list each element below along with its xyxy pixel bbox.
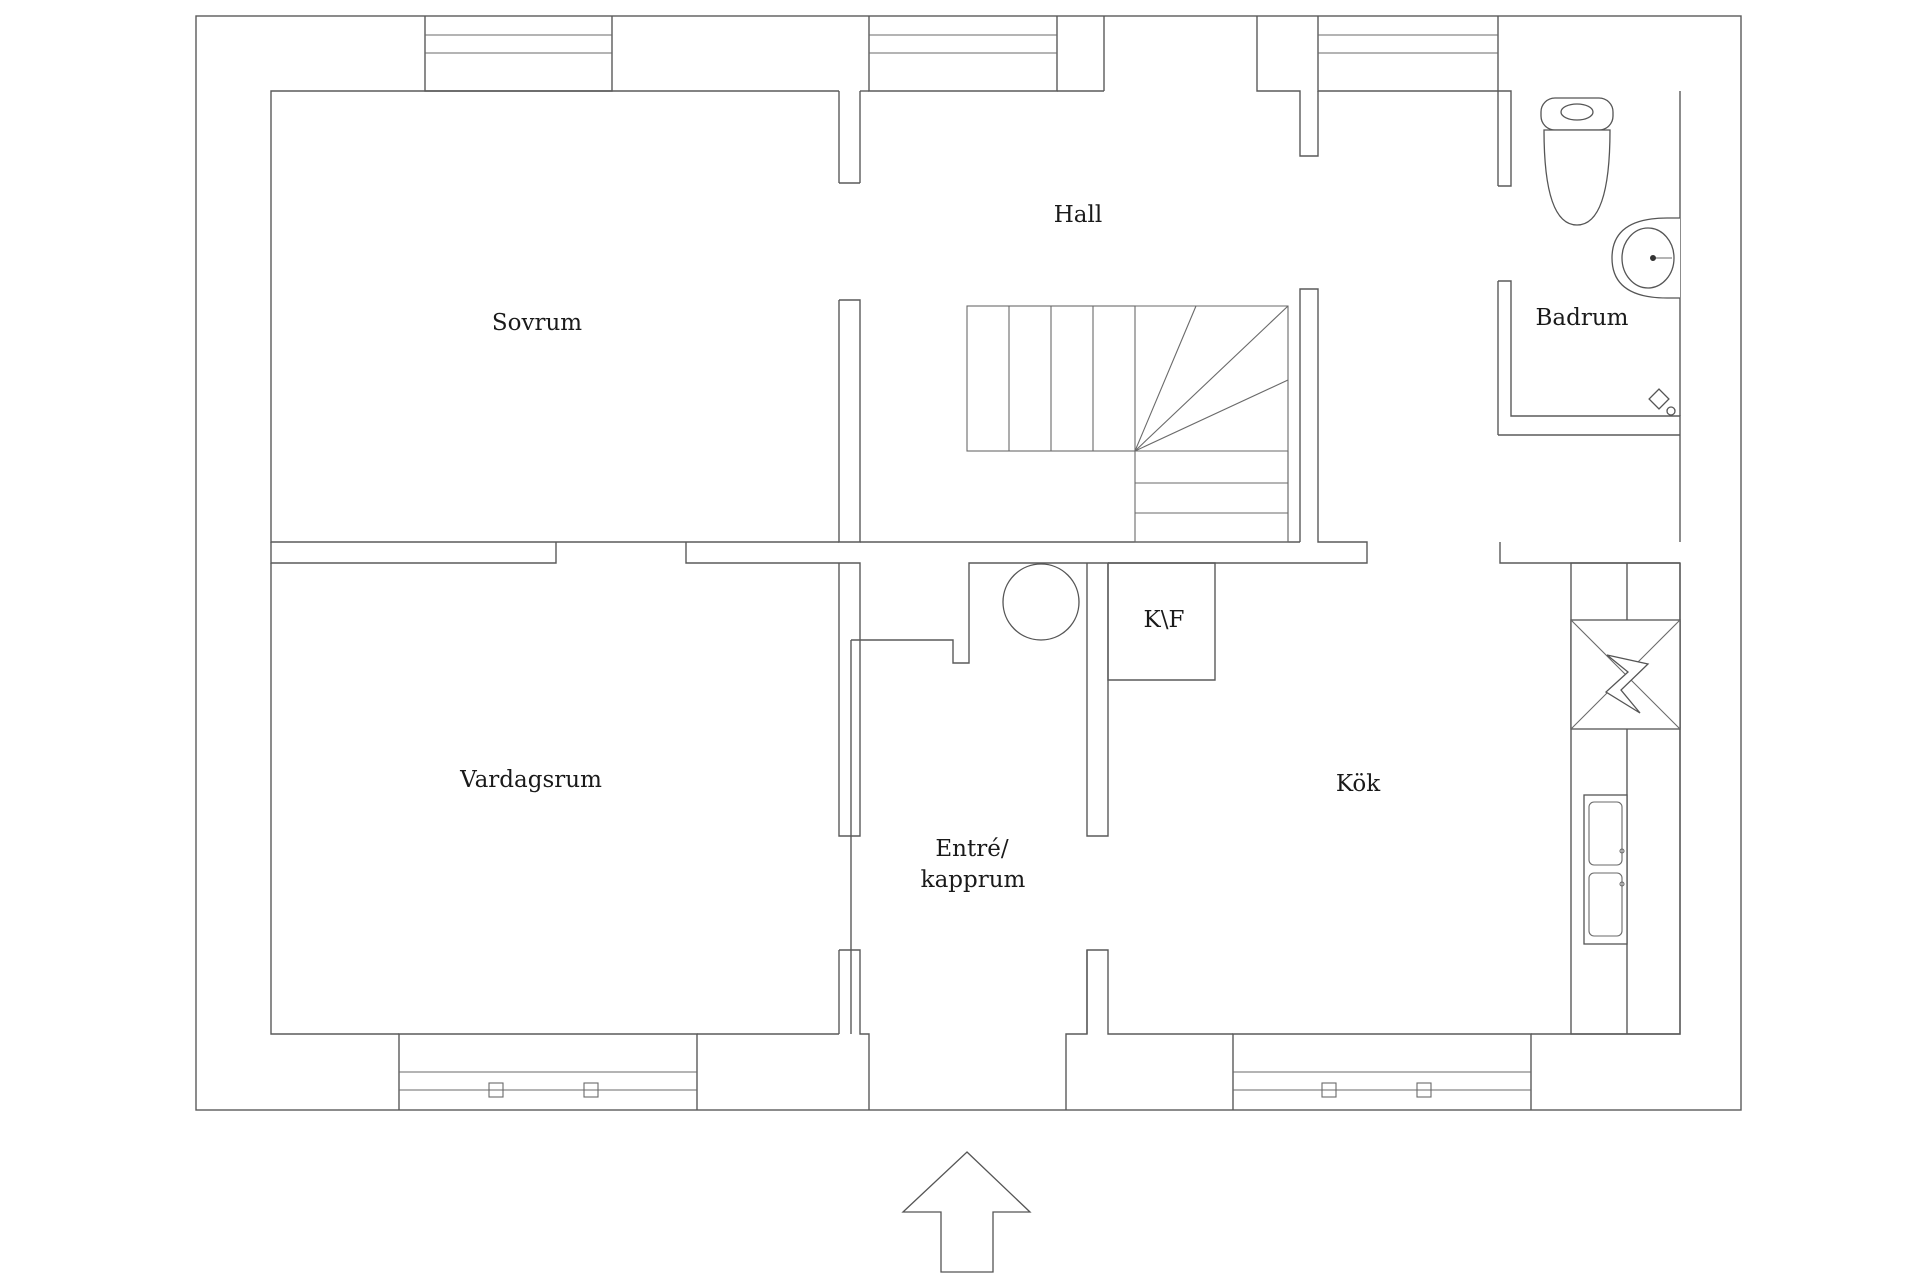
window-top-right [1317, 16, 1499, 92]
window-bottom-left [398, 1033, 698, 1110]
room-labels: Hall Sovrum Badrum Vardagsrum Kök K\F En… [459, 202, 1629, 893]
room-label-kf: K\F [1144, 607, 1185, 633]
bottom-windows [398, 1033, 1532, 1110]
staircase [966, 305, 1289, 543]
room-label-vardagsrum: Vardagsrum [459, 767, 602, 793]
entrance-arrow-icon [901, 1151, 1032, 1273]
toilet-icon [1540, 97, 1614, 226]
top-windows [424, 16, 1499, 92]
room-label-hall: Hall [1054, 202, 1102, 228]
kitchen-sink-icon [1583, 794, 1628, 945]
room-label-badrum: Badrum [1536, 305, 1629, 331]
window-top-middle [868, 16, 1058, 92]
outer-walls [195, 15, 1742, 1111]
window-bottom-right [1232, 1033, 1532, 1110]
round-tank [1002, 563, 1080, 641]
room-label-kok: Kök [1336, 771, 1381, 797]
room-label-entre-line2: kapprum [921, 867, 1026, 893]
room-label-entre-line1: Entré/ [935, 836, 1008, 862]
sink-icon [1611, 217, 1680, 299]
stove-vent-icon [1570, 619, 1681, 730]
window-top-left [424, 16, 613, 92]
interior-walls [270, 16, 1681, 1110]
room-label-sovrum: Sovrum [492, 310, 582, 336]
shower-head-icon [1648, 388, 1676, 416]
